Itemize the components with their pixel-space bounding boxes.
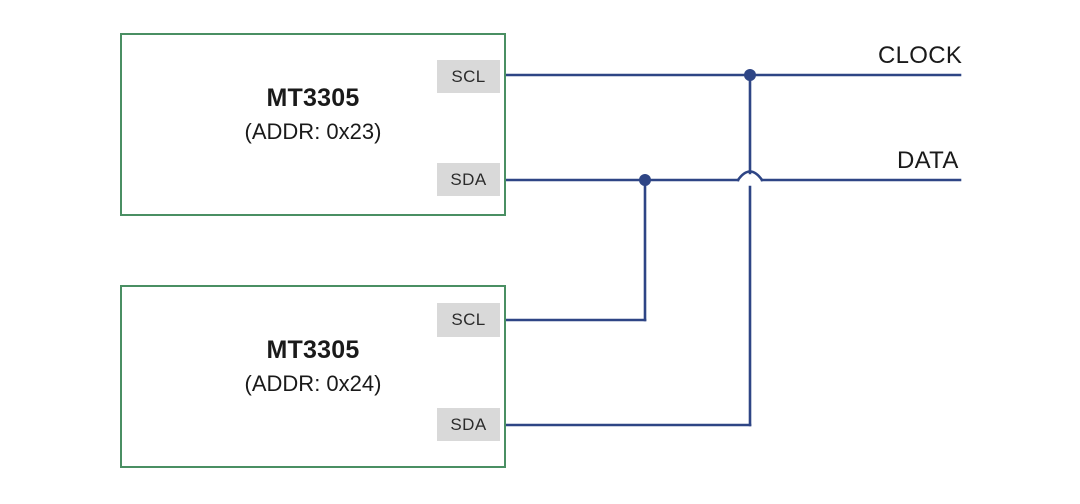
device-1-pin-scl-label: SCL bbox=[451, 66, 486, 86]
junction-dot-clock bbox=[744, 69, 756, 81]
device-1-pin-sda-label: SDA bbox=[450, 169, 487, 189]
device-2-pin-sda[interactable]: SDA bbox=[437, 408, 500, 441]
bus-label-data: DATA bbox=[897, 147, 959, 174]
device-2-pin-scl[interactable]: SCL bbox=[437, 303, 500, 337]
device-2-pin-scl-label: SCL bbox=[451, 310, 486, 329]
device-1-address: (ADDR: 0x23) bbox=[244, 118, 382, 144]
device-1-pin-scl[interactable]: SCL bbox=[437, 60, 500, 93]
device-1-pin-sda[interactable]: SDA bbox=[437, 163, 500, 196]
device-2-address: (ADDR: 0x24) bbox=[244, 370, 382, 396]
wire-hop-arc bbox=[736, 170, 764, 182]
bus-label-clock: CLOCK bbox=[878, 42, 963, 69]
device-2-name: MT3305 bbox=[266, 336, 360, 364]
junction-dot-data bbox=[639, 174, 651, 186]
device-2-pin-sda-label: SDA bbox=[450, 414, 487, 434]
